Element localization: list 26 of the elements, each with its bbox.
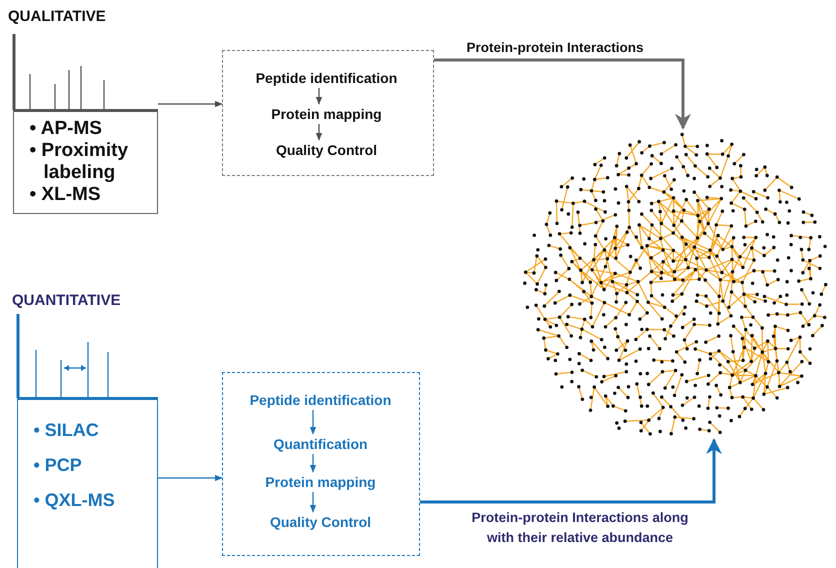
list-item: • QXL-MS (34, 490, 116, 510)
arrow (434, 58, 691, 130)
arrow (310, 492, 316, 513)
list-item: • XL-MS (30, 184, 102, 206)
list-item: • AP-MS (30, 118, 103, 140)
arrow (310, 410, 316, 435)
list-item: • SILAC (34, 420, 100, 440)
step-label: Peptide identification (232, 68, 422, 88)
step-label: Quality Control (226, 512, 416, 532)
step-label: Protein mapping (226, 472, 416, 492)
arrow (310, 454, 316, 473)
step-label: Peptide identification (226, 390, 416, 410)
arrow (158, 100, 223, 108)
arrow (316, 124, 322, 141)
dashed-process-box (222, 372, 420, 556)
section-heading: QUANTITATIVE (12, 292, 121, 309)
step-label: Quality Control (232, 140, 422, 160)
step-label: Quantification (226, 434, 416, 454)
step-label: Protein mapping (232, 104, 422, 124)
section-heading: QUALITATIVE (8, 8, 106, 25)
list-item: • Proximity labeling (30, 140, 130, 184)
list-item: • PCP (34, 454, 83, 476)
arrow (316, 88, 322, 105)
dashed-process-box (222, 50, 434, 176)
arrow (158, 474, 223, 482)
arrow (420, 438, 722, 504)
